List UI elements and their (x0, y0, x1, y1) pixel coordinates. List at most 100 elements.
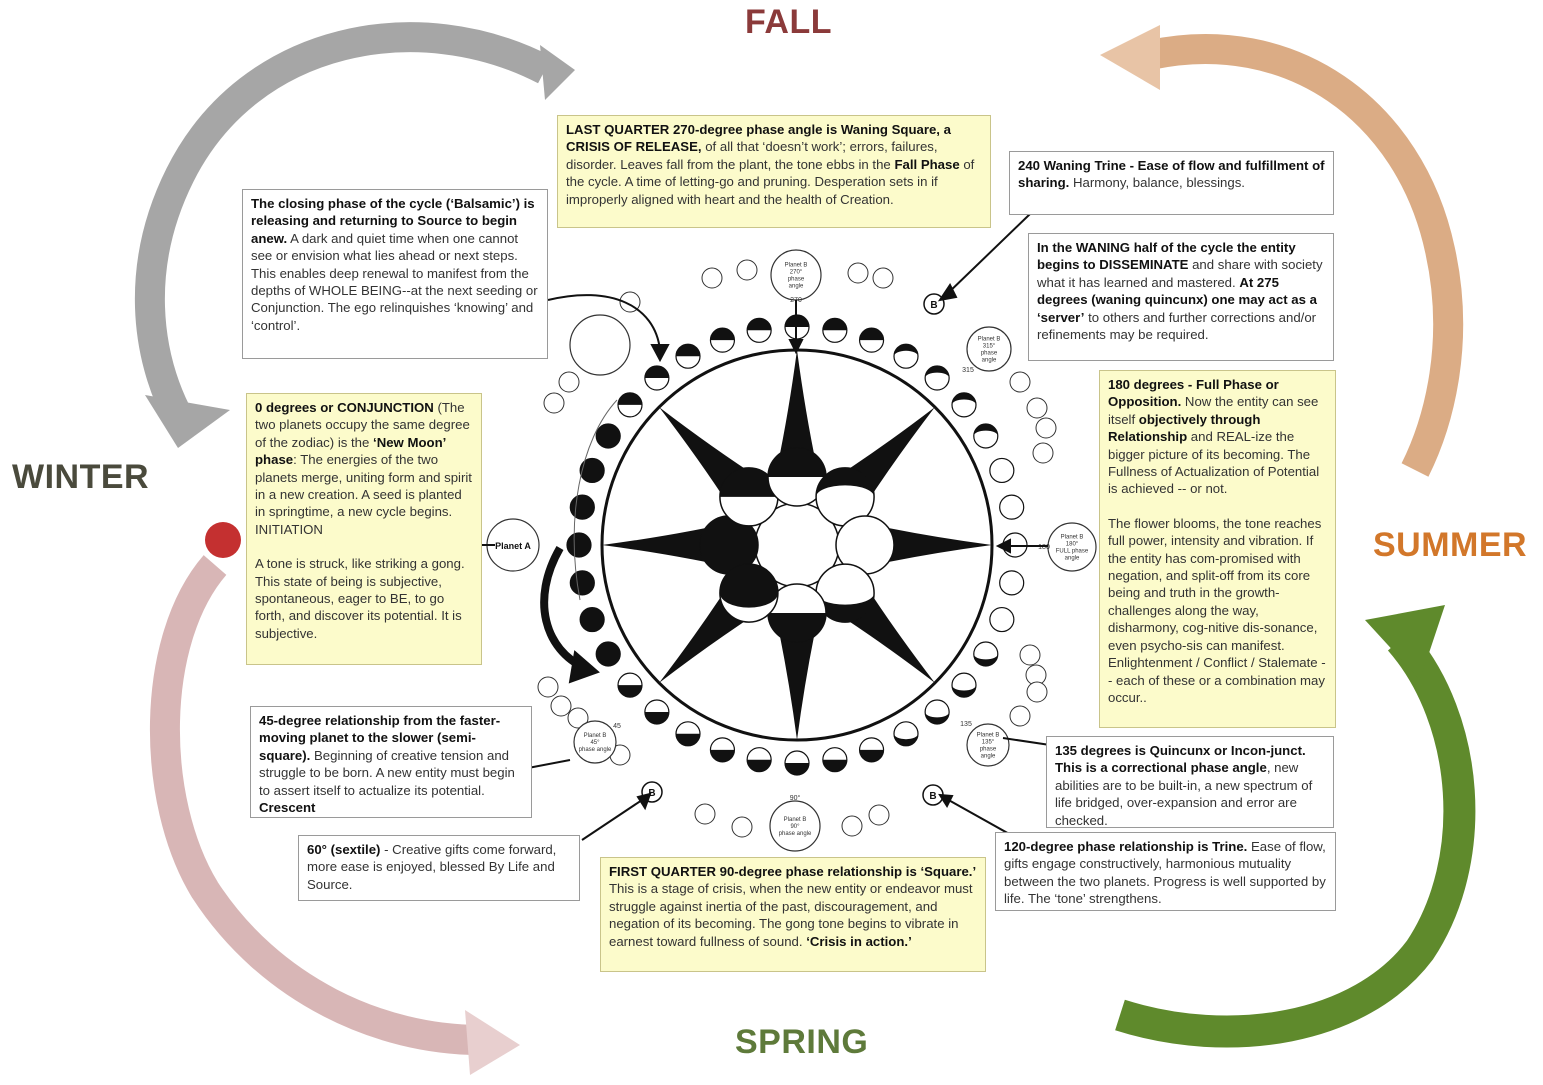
b-marker-label: B (929, 791, 936, 802)
waning-bold-2: At 275 degrees (waning quincunx) one may… (1037, 274, 1317, 325)
quincunx-connector (1002, 737, 1051, 746)
ring-moon (989, 457, 1015, 484)
ring-moon-shade (596, 424, 621, 448)
ring-moon-shade (925, 711, 950, 724)
ring-moon-shade (596, 642, 621, 666)
full-text-2: and REAL-ize the bigger picture of its b… (1108, 429, 1320, 497)
planet-b-90-label: Planet B (784, 817, 807, 823)
trine240-connector (944, 213, 1031, 297)
ring-moon-shade (567, 533, 591, 557)
waning-text-1: and share with society what it has learn… (1037, 257, 1323, 290)
planet-b-180-label: 180° (1066, 542, 1079, 548)
waning-note: In the WANING half of the cycle the enti… (1028, 233, 1334, 361)
planet-b-315-label: angle (982, 358, 997, 364)
ring-moon-shade (570, 570, 595, 595)
inner-moon-shade (768, 613, 826, 642)
orbit-marker-circle (872, 267, 894, 289)
trine240-arrowhead-icon (937, 283, 958, 302)
degree-label: 315 (962, 367, 974, 374)
inner-moon-shade (816, 593, 875, 623)
ring-moon (999, 494, 1025, 520)
ring-moon-shade (747, 759, 772, 772)
planet-b-270-label: phase (788, 277, 805, 283)
ring-moon-shade (618, 392, 643, 405)
semisquare-connector (527, 759, 571, 769)
b-marker-label: B (930, 300, 937, 311)
balsamic-bold-1: The closing phase of the cycle (‘Balsami… (251, 196, 535, 246)
ring-moon-shade (710, 749, 735, 762)
season-winter-label: WINTER (12, 458, 150, 496)
conjunction-paragraph-2: A tone is struck, like striking a gong. … (255, 556, 465, 641)
ring-moon-shade (644, 366, 669, 379)
red-dot-marker (205, 522, 241, 558)
winter-arrowhead-icon (465, 1010, 520, 1075)
planet-b-270-label: 270° (790, 270, 803, 276)
fall-arrow-tail (540, 45, 575, 100)
ring-moon-shade (710, 328, 735, 341)
first-quarter-note: FIRST QUARTER 90-degree phase relationsh… (600, 857, 986, 972)
ring-moon (999, 570, 1025, 596)
ring-moon-shade (859, 328, 884, 341)
last-quarter-bold-1: LAST QUARTER 270-degree phase angle is W… (566, 122, 951, 155)
ring-moon (989, 606, 1015, 633)
semisquare-text-1: Beginning of creative tension and strugg… (259, 747, 515, 798)
conjunction-bold-2: ‘New Moon’ phase (255, 434, 446, 468)
ring-moon-shade (894, 733, 918, 746)
planet-b-90 (769, 800, 821, 852)
sextile-text-1: - Creative gifts come forward, more ease… (307, 842, 557, 892)
orbit-marker-circle (1032, 442, 1054, 464)
orbit-marker-circle (567, 707, 589, 729)
planet-b-270-label: Planet B (785, 263, 808, 269)
planet-b-315-label: phase (981, 351, 998, 357)
ring-moon-shade (973, 654, 998, 666)
spring-arrowhead-icon (1365, 605, 1445, 680)
lq-arrowhead-icon (788, 339, 804, 355)
season-spring-label: SPRING (735, 1023, 869, 1061)
ring-moon-shade (785, 763, 809, 775)
balsamic-note: The closing phase of the cycle (‘Balsami… (242, 189, 548, 359)
ring-moon-shade (951, 392, 976, 405)
ring-moon-shade (925, 366, 950, 379)
waning-text-2: to others and further corrections and/or… (1037, 309, 1317, 343)
orbit-marker-circle (847, 262, 869, 284)
orbit-marker-circle (1009, 705, 1031, 727)
spring-curve-arrowhead-icon (568, 650, 600, 684)
ring-moon-shade (644, 711, 669, 724)
inner-moon-shade (700, 516, 758, 574)
sextile-connector (581, 797, 646, 841)
planet-b-135-label: angle (981, 754, 996, 760)
planet-b-315 (966, 326, 1012, 372)
ring-moon-shade (580, 607, 605, 632)
fall-arrow (134, 22, 552, 428)
orbit-marker-circle (550, 695, 572, 717)
planet-b-90-label: phase angle (779, 831, 812, 837)
balsamic-planet-circle (569, 314, 631, 376)
quincunx-text-1: , new abilities are to be built-in, a ne… (1055, 760, 1313, 828)
ring-moon-shade (973, 424, 998, 436)
trine240-text-1: Harmony, balance, blessings. (1069, 175, 1245, 191)
orbit-marker-circle (1009, 371, 1031, 393)
orbit-marker-circle (537, 676, 559, 698)
orbit-marker-circle (1019, 644, 1041, 666)
season-summer-label: SUMMER (1373, 526, 1528, 564)
trine120-text-1: Ease of flow, gifts engage constructivel… (1004, 839, 1326, 907)
orbit-marker-circle (701, 267, 723, 289)
b-marker-circle (923, 293, 945, 315)
planet-b-135-label: 135° (982, 740, 995, 746)
full-paragraph-2: The flower blooms, the tone reaches full… (1108, 515, 1326, 705)
summer-arrowhead-icon (1100, 25, 1160, 90)
ring-moon-shade (859, 749, 884, 762)
degree-label: 45 (613, 723, 621, 730)
planet-b-135-label: phase (980, 747, 997, 753)
ring-moon-shade (822, 759, 847, 772)
conjunction-note: 0 degrees or CONJUNCTION (The two planet… (246, 393, 482, 665)
planet-b-315-label: Planet B (978, 337, 1001, 343)
seasonal-arrows (134, 22, 1476, 1075)
planet-b-180-label: FULL phase (1056, 549, 1089, 555)
ring-moon-shade (822, 318, 847, 331)
planet-b-90-label: 90° (790, 824, 800, 830)
orbit-marker-circle (1035, 417, 1057, 439)
first-quarter-text-1: This is a stage of crisis, when the new … (609, 881, 973, 949)
orbit-marker-circle (543, 392, 565, 414)
semi-square-note: 45-degree relationship from the faster-m… (250, 706, 532, 818)
